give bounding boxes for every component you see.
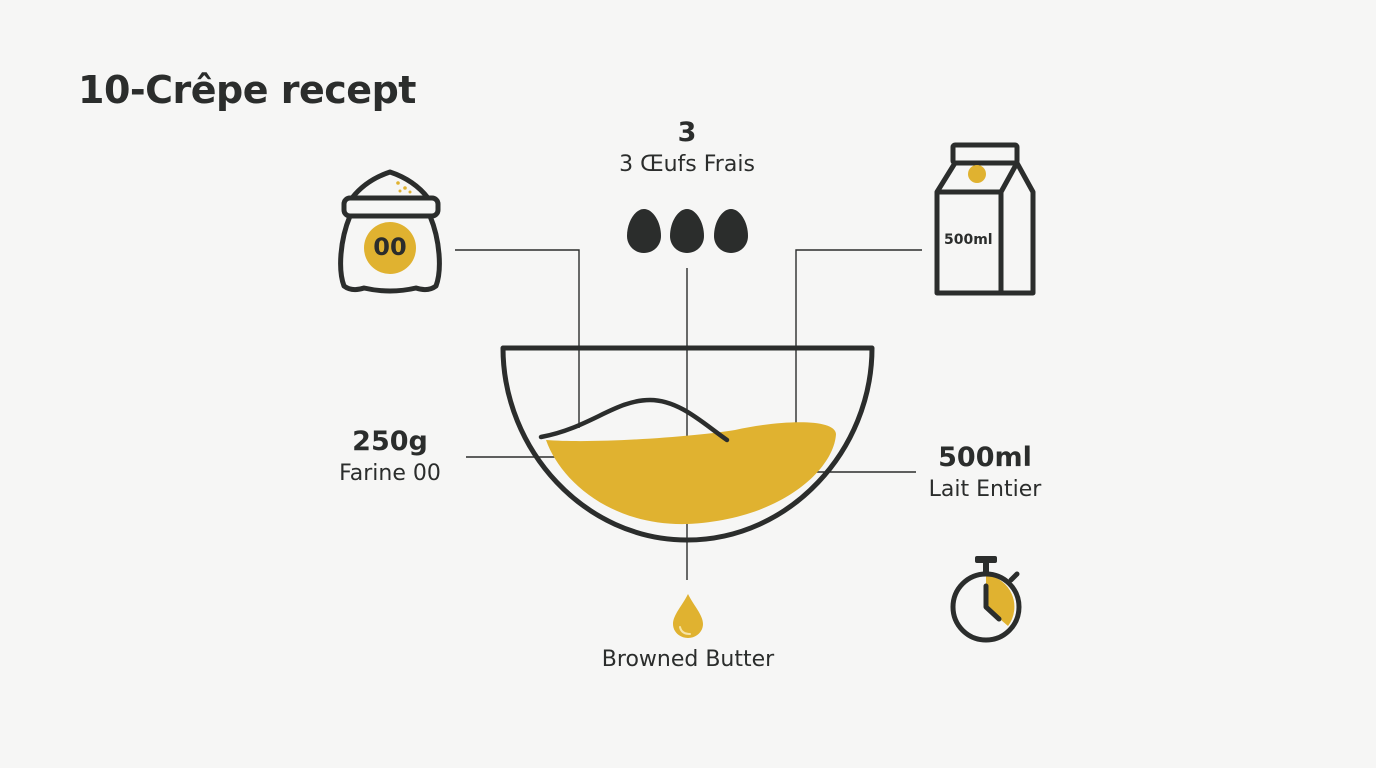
stopwatch-icon	[950, 556, 1022, 643]
milk-connector	[795, 249, 922, 436]
flour-quantity: 250g	[352, 426, 428, 457]
milk-carton-label: 500ml	[944, 232, 993, 248]
milk-quantity: 500ml	[938, 442, 1032, 473]
egg-icon	[670, 209, 704, 253]
eggs-group	[627, 209, 748, 253]
butter-name: Browned Butter	[601, 647, 775, 672]
milk-name: Lait Entier	[928, 477, 1042, 502]
page-title: 10-Crêpe recept	[78, 68, 416, 112]
milk-carton-icon	[934, 142, 1036, 296]
flour-connector	[455, 249, 580, 428]
flour-name: Farine 00	[339, 461, 441, 486]
mixing-bowl-icon	[500, 345, 875, 543]
egg-icon	[627, 209, 661, 253]
egg-name: 3 Œufs Frais	[619, 152, 755, 177]
egg-quantity: 3	[677, 117, 697, 148]
egg-icon	[714, 209, 748, 253]
butter-drop-icon	[673, 594, 703, 638]
flour-sack-icon	[338, 169, 442, 294]
flour-bag-code: 00	[373, 233, 407, 261]
